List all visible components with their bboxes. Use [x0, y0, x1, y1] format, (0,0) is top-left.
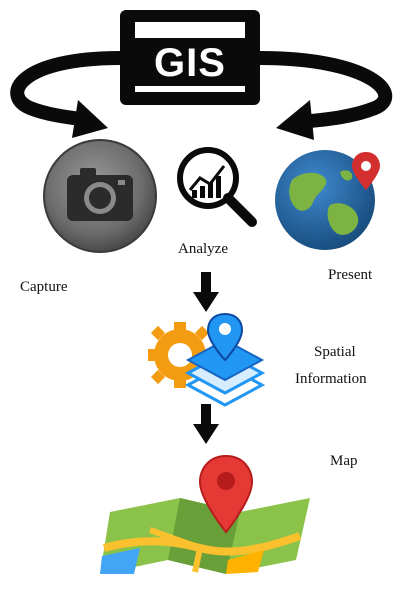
- down-arrow-2: [193, 404, 219, 444]
- layers-pin-gear-icon: [148, 312, 266, 407]
- spatial-label-line1: Spatial: [314, 344, 356, 360]
- folded-map-pin-icon: [100, 454, 310, 574]
- magnifier-chart-icon: [177, 147, 257, 227]
- present-label: Present: [328, 267, 373, 283]
- capture-label: Capture: [20, 279, 68, 295]
- right-curved-arrow: [259, 51, 393, 140]
- down-arrow-1: [193, 272, 219, 312]
- analyze-label: Analyze: [178, 241, 228, 257]
- globe-pin-icon: [275, 150, 380, 250]
- gis-box: GIS: [120, 10, 260, 105]
- spatial-label-line2: Information: [295, 371, 367, 387]
- left-curved-arrow: [10, 51, 121, 138]
- camera-icon: [43, 139, 157, 253]
- gis-title: GIS: [154, 41, 226, 85]
- map-label: Map: [330, 453, 358, 469]
